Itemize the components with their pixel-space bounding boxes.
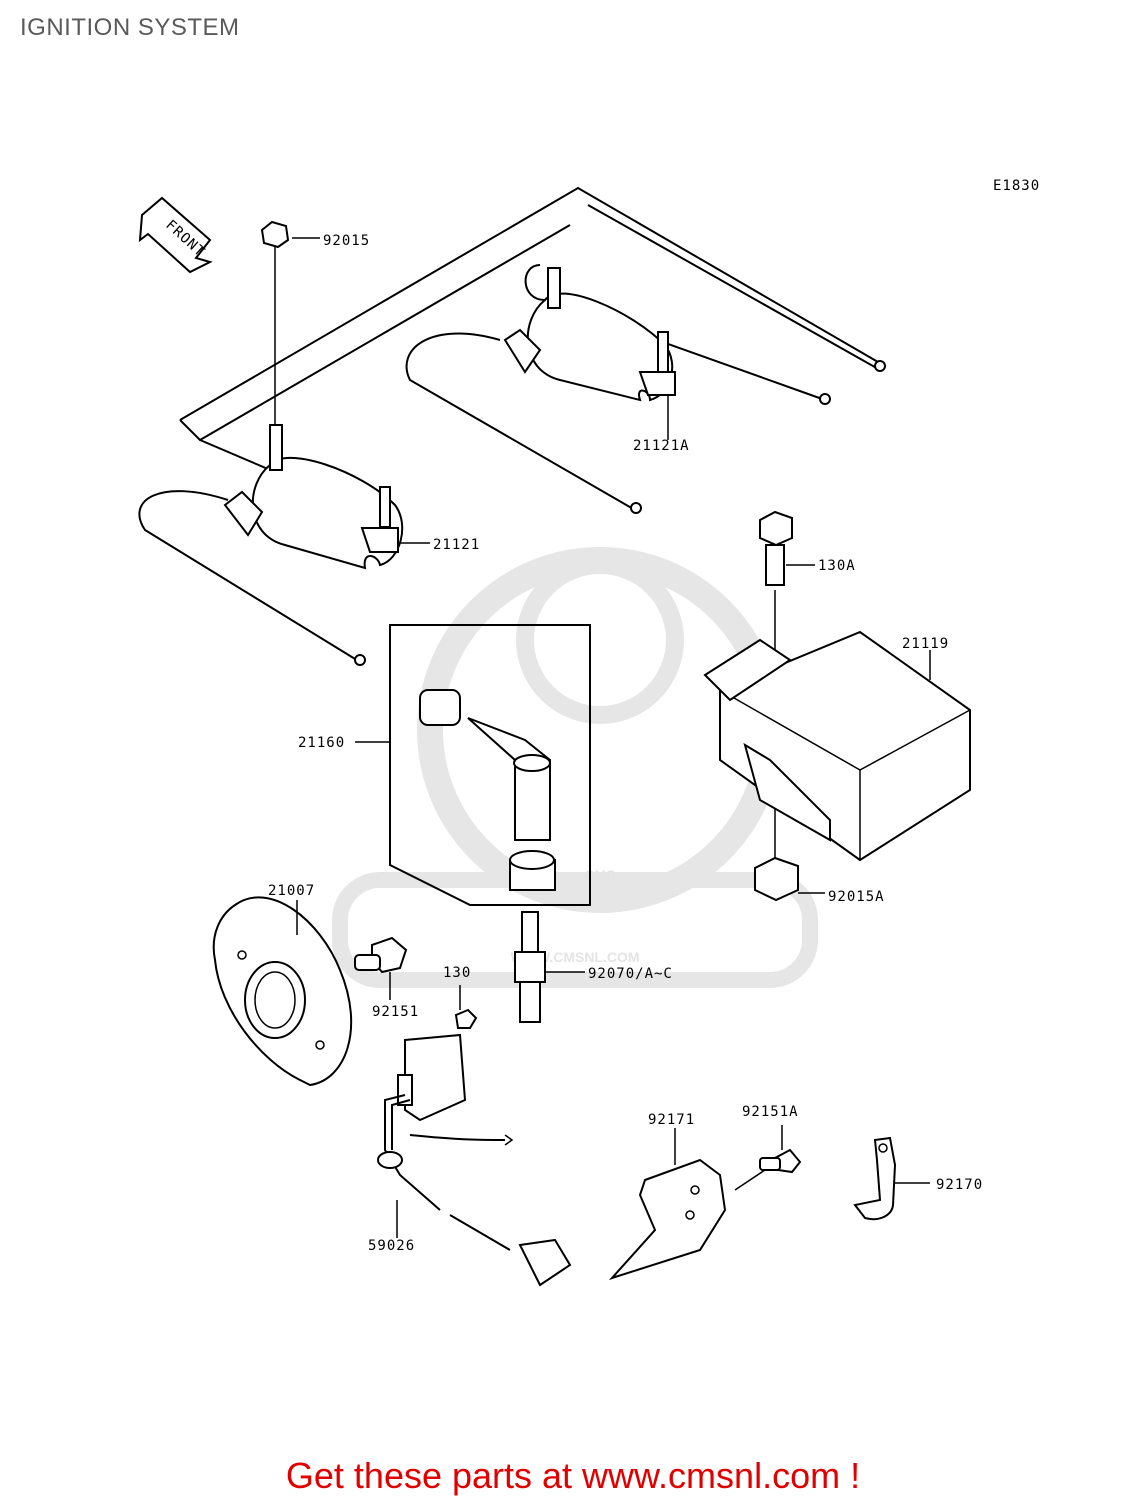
label-92151[interactable]: 92151 (372, 1004, 419, 1020)
diagram-code: E1830 (993, 178, 1040, 194)
label-130[interactable]: 130 (443, 965, 471, 981)
part-92015-nut-icon (260, 220, 320, 440)
part-21007-rotor-icon (212, 896, 353, 1087)
part-59026-pickup-coil-icon (377, 1033, 572, 1287)
part-92070-spark-plug-icon (514, 911, 585, 1023)
part-21119-igniter-icon (703, 630, 971, 862)
label-21007[interactable]: 21007 (268, 883, 315, 899)
label-21121[interactable]: 21121 (433, 537, 480, 553)
label-92015A[interactable]: 92015A (828, 889, 885, 905)
watermark: CMS WWW.CMSNL.COM (332, 547, 818, 988)
part-92151A-screw-icon (734, 1125, 802, 1191)
cta-link[interactable]: Get these parts at www.cmsnl.com ! (285, 1455, 861, 1496)
part-92171-bracket-icon (608, 1128, 727, 1281)
label-21121A[interactable]: 21121A (633, 438, 690, 454)
watermark-brand: CMS (584, 867, 615, 883)
part-labels: 92015 21121A 21121 130A 21119 21160 9201… (268, 233, 983, 1254)
label-130A[interactable]: 130A (818, 558, 856, 574)
part-21160-plug-cap-icon (355, 624, 591, 906)
part-130-screw-icon (454, 985, 478, 1029)
label-92015[interactable]: 92015 (323, 233, 370, 249)
label-21160[interactable]: 21160 (298, 735, 345, 751)
part-21121-ignition-coil-icon (223, 424, 430, 570)
label-21119[interactable]: 21119 (902, 636, 949, 652)
part-92015A-nut-icon (754, 856, 825, 902)
label-92171[interactable]: 92171 (648, 1112, 695, 1128)
page-title: IGNITION SYSTEM (20, 14, 240, 41)
part-21121A-ignition-coil-icon (503, 267, 676, 440)
label-92151A[interactable]: 92151A (742, 1104, 799, 1120)
label-92170[interactable]: 92170 (936, 1177, 983, 1193)
front-arrow-icon: FRONT (138, 196, 213, 274)
label-59026[interactable]: 59026 (368, 1238, 415, 1254)
part-92170-clamp-icon (853, 1136, 930, 1221)
part-92151-bolt-icon (354, 936, 408, 1000)
label-92070[interactable]: 92070/A~C (588, 966, 673, 982)
